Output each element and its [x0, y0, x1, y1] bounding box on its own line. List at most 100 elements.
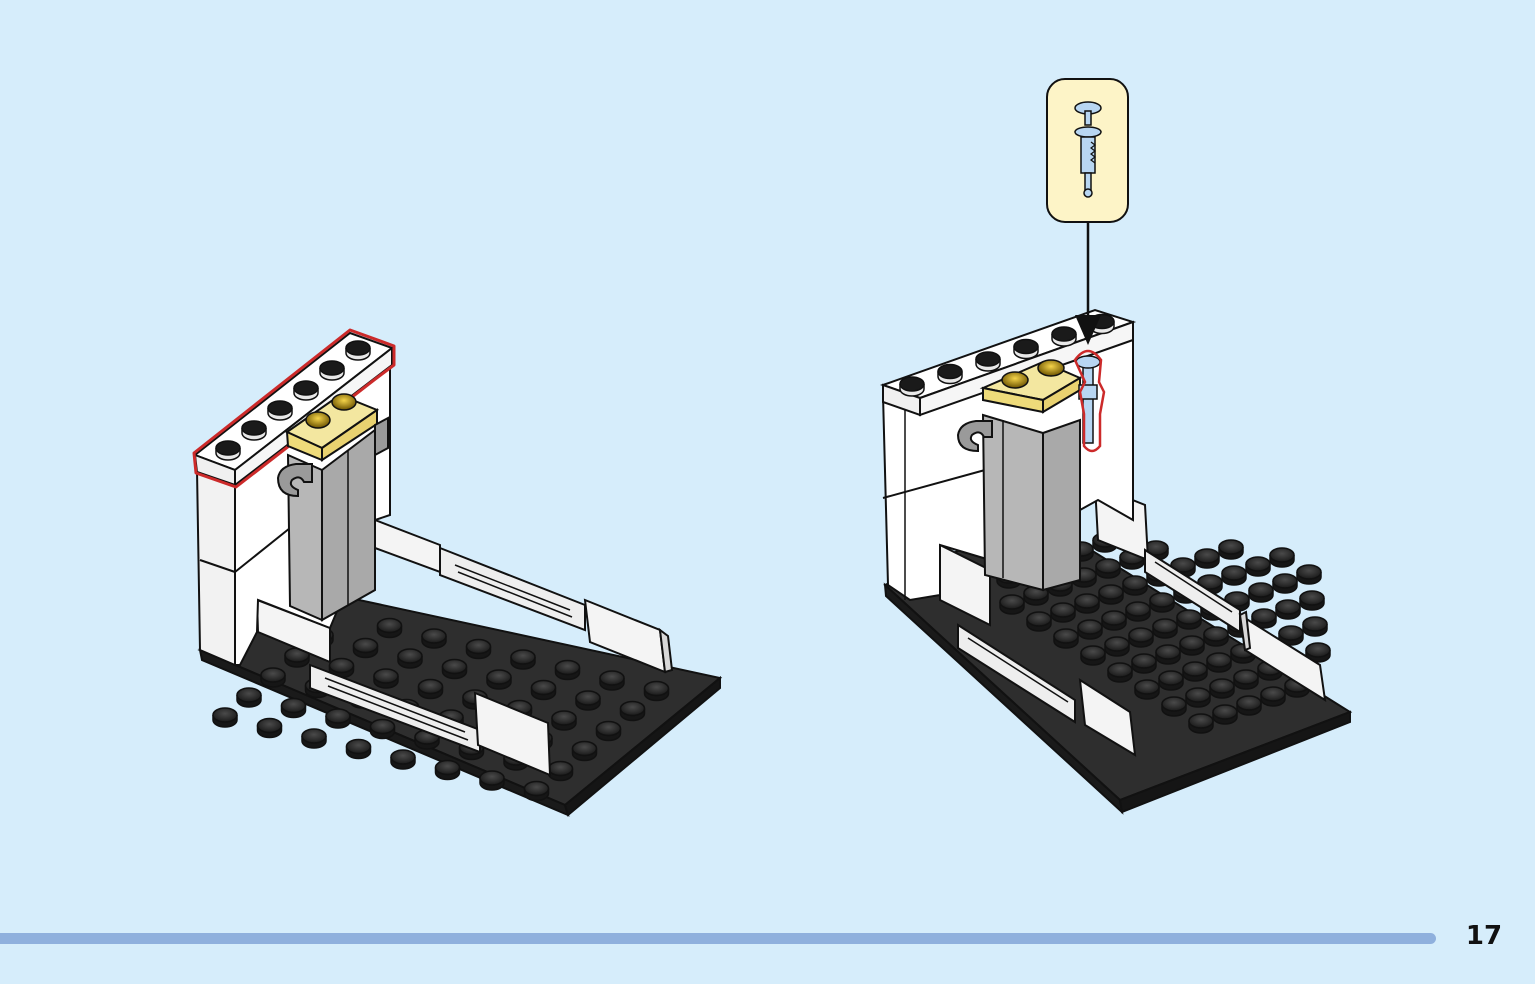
stud: [1182, 661, 1208, 682]
stud: [397, 648, 423, 669]
stud: [547, 760, 574, 782]
stud: [937, 363, 963, 385]
stud: [441, 658, 468, 680]
stud: [373, 668, 399, 689]
stud: [1050, 602, 1076, 623]
antenna-pin-icon: [1074, 101, 1102, 198]
stud: [1149, 592, 1175, 613]
stud: [1299, 590, 1325, 611]
stud: [899, 376, 925, 397]
antenna-pin-placed: [1073, 349, 1106, 453]
progress-bar: [0, 933, 1436, 944]
white-tiles-left: [939, 543, 1137, 757]
stud: [1176, 609, 1202, 630]
stud: [319, 360, 345, 381]
stud: [1107, 662, 1133, 683]
stud: [523, 780, 550, 802]
stud: [352, 637, 379, 659]
grey-pillar: [981, 413, 1081, 592]
yellow-plate: [979, 359, 1083, 414]
stud: [1248, 582, 1274, 603]
stud: [1206, 652, 1232, 673]
stud: [1131, 653, 1157, 674]
white-tiles-front: [255, 598, 552, 777]
stud: [417, 678, 444, 700]
stud: [434, 759, 461, 781]
stud: [1125, 601, 1151, 622]
stud: [1302, 616, 1328, 637]
stud: [1260, 686, 1286, 707]
grey-clip: [276, 416, 389, 498]
stud: [325, 708, 351, 729]
stud: [1122, 575, 1148, 596]
stud: [267, 400, 293, 421]
stud: [1179, 635, 1205, 656]
progress-bar-fill: [0, 933, 1436, 944]
stud: [1296, 564, 1322, 585]
stud: [1128, 627, 1154, 648]
stud: [1026, 611, 1052, 632]
page-number: 17: [1465, 921, 1503, 951]
stud: [1269, 547, 1295, 568]
stud: [212, 707, 238, 728]
stud: [215, 440, 241, 461]
previous-step-model: [192, 328, 723, 817]
stud: [1051, 326, 1077, 347]
stud: [1077, 619, 1103, 640]
stud: [1236, 695, 1262, 716]
stud: [1080, 645, 1106, 666]
stud: [1013, 338, 1039, 360]
stud: [1245, 556, 1271, 577]
stud: [1155, 644, 1181, 665]
placement-arrow: [1075, 222, 1101, 345]
stud: [595, 720, 622, 742]
stud: [421, 628, 447, 649]
stud: [376, 617, 403, 639]
stud: [1185, 687, 1211, 708]
white-tiles-back: [374, 518, 674, 674]
stud: [530, 679, 557, 701]
stud: [1203, 626, 1229, 647]
stud: [280, 697, 307, 719]
stud: [599, 670, 625, 691]
stud: [479, 770, 505, 791]
stud: [571, 740, 598, 762]
stud: [390, 749, 416, 770]
grey-pillar: [286, 427, 376, 622]
stud: [619, 700, 646, 722]
stud: [999, 594, 1025, 615]
stud: [1101, 610, 1127, 631]
stud: [465, 638, 492, 660]
stud: [1104, 636, 1130, 657]
stud: [1209, 678, 1235, 699]
stud: [1188, 713, 1214, 734]
stud: [575, 690, 601, 711]
stud: [1218, 539, 1244, 560]
stud: [554, 659, 581, 681]
stud: [369, 718, 396, 740]
stud: [1221, 565, 1247, 586]
current-step-model: [879, 308, 1353, 815]
stud: [1134, 679, 1160, 700]
stud: [1098, 584, 1124, 605]
stud: [1161, 696, 1187, 717]
stud: [1272, 573, 1298, 594]
stud: [345, 340, 371, 361]
stud: [510, 649, 536, 670]
stud: [1233, 669, 1259, 690]
stud: [1170, 557, 1196, 578]
stud: [975, 351, 1001, 372]
stud: [1194, 548, 1220, 569]
stud: [1053, 628, 1079, 649]
stud: [1074, 593, 1100, 614]
stud: [256, 717, 283, 739]
stud: [260, 667, 286, 688]
stud: [293, 380, 319, 401]
stud: [241, 420, 267, 441]
stud: [1212, 704, 1238, 725]
stud: [236, 687, 262, 708]
stud: [551, 710, 577, 731]
stud: [1158, 670, 1184, 691]
grey-clip: [956, 420, 993, 453]
